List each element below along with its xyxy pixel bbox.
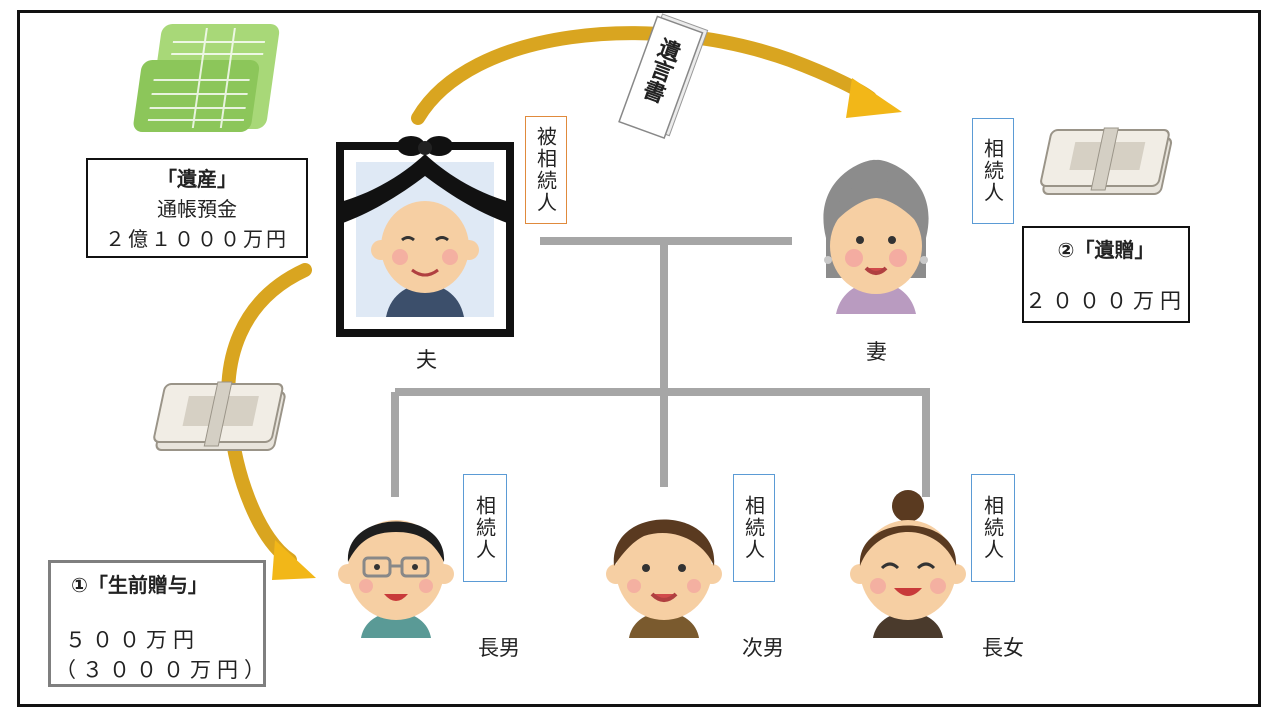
estate-description: 通帳預金 — [157, 197, 237, 221]
family-tree-lines — [391, 237, 930, 497]
will-document-icon — [618, 13, 709, 140]
wife-name: 妻 — [866, 340, 887, 364]
wife-portrait — [823, 159, 929, 314]
second-son-name: 次男 — [742, 636, 784, 660]
bequest-title: ②「遺贈」 — [1057, 238, 1155, 262]
wife-role-text: 相続人 — [980, 138, 1005, 204]
bequest-box: ②「遺贈」 ２０００万円 — [1022, 226, 1190, 323]
estate-amount: ２億１０００万円 — [105, 227, 289, 251]
estate-title: 「遺産」 — [157, 167, 237, 191]
wife-role-label: 相続人 — [972, 118, 1014, 224]
bankbook-icon — [133, 24, 280, 132]
second-son-portrait — [606, 519, 722, 638]
husband-role-text: 被相続人 — [533, 126, 558, 214]
eldest-daughter-name: 長女 — [982, 636, 1024, 660]
gift-amount-parenthetical: （３０００万円） — [55, 658, 271, 682]
cash-bundle-icon — [1040, 127, 1173, 195]
eldest-son-role-label: 相続人 — [463, 474, 507, 582]
husband-role-label: 被相続人 — [525, 116, 567, 224]
bequest-amount: ２０００万円 — [1025, 289, 1187, 313]
eldest-son-role-text: 相続人 — [472, 495, 497, 561]
eldest-son-name: 長男 — [478, 636, 520, 660]
gift-title: ①「生前贈与」 — [71, 573, 208, 597]
husband-portrait — [336, 136, 514, 337]
estate-box: 「遺産」 通帳預金 ２億１０００万円 — [86, 158, 308, 258]
husband-name: 夫 — [416, 348, 437, 372]
eldest-daughter-portrait — [850, 490, 966, 638]
gift-cash-bundle-icon — [153, 381, 286, 451]
diagram-frame — [17, 10, 1261, 707]
second-son-role-label: 相続人 — [733, 474, 775, 582]
eldest-daughter-role-text: 相続人 — [980, 495, 1005, 561]
second-son-role-text: 相続人 — [741, 495, 766, 561]
eldest-daughter-role-label: 相続人 — [971, 474, 1015, 582]
eldest-son-portrait — [338, 520, 454, 638]
gift-amount: ５００万円 — [65, 628, 200, 652]
gift-box: ①「生前贈与」 ５００万円 （３０００万円） — [48, 560, 266, 687]
